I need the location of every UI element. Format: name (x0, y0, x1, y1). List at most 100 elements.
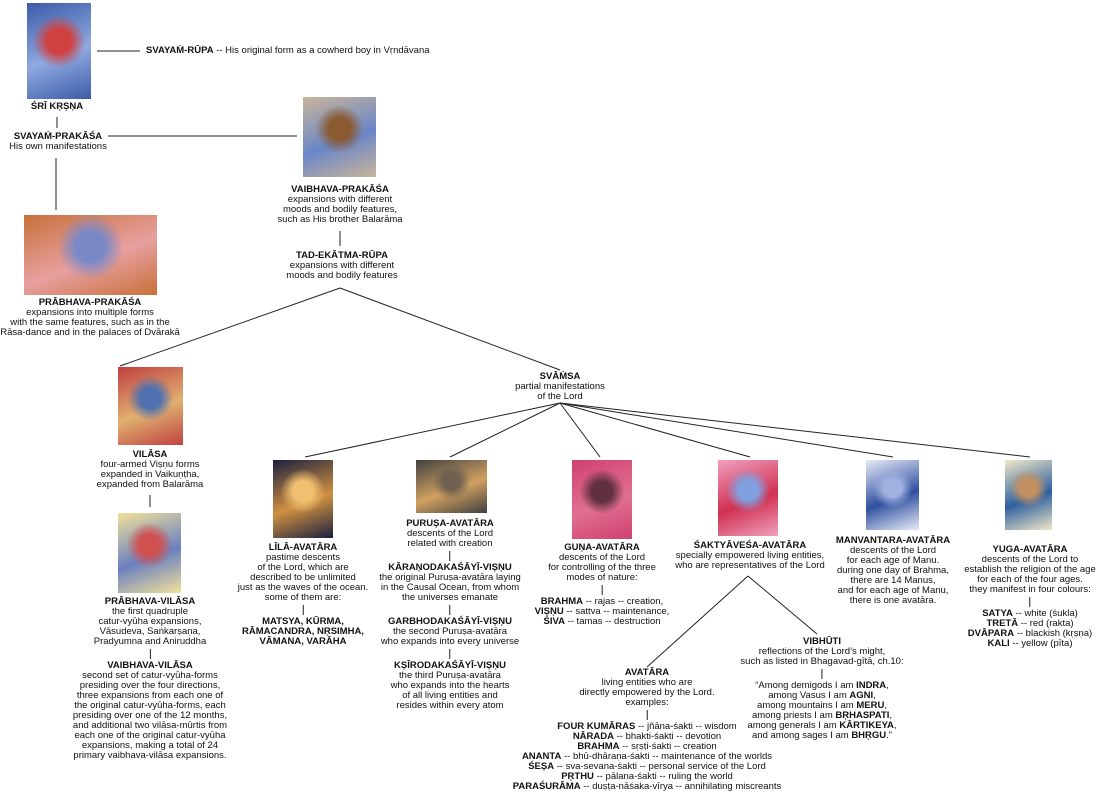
text-segment: , (873, 690, 876, 701)
bold-term: ŚEṢA (528, 761, 555, 772)
node-text-line: and additional two vilāsa-mūrtis from (73, 721, 227, 731)
node-title: VILĀSA (132, 449, 168, 460)
text-segment: there is one avatāra. (849, 595, 937, 606)
text-segment: -- pālana-śakti -- ruling the world (593, 771, 733, 782)
text-segment: , (893, 720, 897, 731)
text-segment: expansions into multiple forms (26, 307, 154, 318)
text-segment: “Among demigods I am (755, 680, 857, 691)
text-segment: -- sattva -- maintenance, (563, 606, 670, 617)
node-text-line: modes of nature: (535, 573, 670, 583)
node-text-line: TRETĀ -- red (rakta) (964, 619, 1096, 629)
bold-term: AGNI (849, 690, 874, 701)
node-text-line: VAIBHAVA-VILĀSA (73, 661, 227, 671)
node-text-line: expansions into multiple forms (0, 308, 180, 318)
text-segment: second set of catur-vyūha-forms (82, 670, 218, 681)
sri-krsna-node: ŚRĪ KṚṢṆA (31, 102, 83, 112)
text-segment: primary vaibhava-vilāsa expansions. (73, 750, 227, 761)
text-segment: the original catur-vyūha-forms, each (74, 700, 226, 711)
node-text-line: KALI -- yellow (pīta) (964, 639, 1096, 649)
text-segment: -- red (rakta) (1018, 618, 1074, 629)
bold-term: INDRA (856, 680, 887, 691)
catur-vyuha-image (118, 513, 181, 593)
text-segment: they manifest in four colours: (969, 584, 1091, 595)
text-segment: , (889, 710, 893, 721)
bold-term: FOUR KUMĀRAS (557, 721, 636, 732)
text-segment: expanded in Vaikuṇṭha, (100, 469, 200, 480)
text-segment: among priests I am (751, 710, 836, 721)
text-segment: examples: (625, 697, 669, 708)
svayam-rupa-label: SVAYAṀ-RŪPA -- His original form as a co… (146, 45, 430, 56)
node-text-line: the original Puruṣa-avatāra laying (379, 573, 521, 583)
node-text-line: among generals I am KĀRTIKEYA, (740, 721, 903, 731)
node-text-line: VĀMANA, VARĀHA (238, 637, 368, 647)
text-segment: -- bhakti-śakti -- devotion (613, 731, 722, 742)
node-text-line: of all living entities and (379, 691, 521, 701)
connector-line (302, 605, 304, 615)
node-text-line: for controlling of the three (535, 563, 670, 573)
text-segment: for each of the four ages. (977, 574, 1083, 585)
node-title: PRĀBHAVA-PRAKĀŚA (38, 297, 142, 308)
node-text-line: such as His brother Balarāma (277, 215, 402, 225)
bold-term: NĀRADA (572, 731, 614, 742)
node-text-line: expanded from Balarāma (97, 480, 204, 490)
text-segment: partial manifestations (515, 381, 605, 392)
text-segment: catur-vyūha expansions, (98, 616, 202, 627)
node-text-line: expanded in Vaikuṇṭha, (97, 470, 204, 480)
node-text-line: expansions, making a total of 24 (73, 741, 227, 751)
text-segment: for each age of Manu. (846, 555, 940, 566)
connector (559, 402, 894, 458)
node-text-line: among Vasus I am AGNI, (740, 691, 903, 701)
node-text-line: who expands into the hearts (379, 681, 521, 691)
node-text-line: related with creation (379, 539, 521, 549)
text-segment: resides within every atom (396, 700, 504, 711)
text-segment: -- rajas -- creation, (582, 596, 664, 607)
node-text-line: BRAHMA -- rajas -- creation, (535, 597, 670, 607)
svayam-rupa-description: -- His original form as a cowherd boy in… (213, 45, 430, 56)
bold-term: PṚTHU (561, 771, 594, 782)
sri-krsna-image (27, 3, 91, 99)
node-text-line: among mountains I am MERU, (740, 701, 903, 711)
text-segment: directly empowered by the Lord. (579, 687, 715, 698)
node-title: SVĀṀSA (539, 371, 581, 382)
node-title: SVAYAṀ-PRAKĀŚA (13, 131, 103, 142)
bold-term: VĀMANA, VARĀHA (259, 636, 347, 647)
text-segment: Rāsa-dance and in the palaces of Dvārakā (0, 327, 180, 338)
node-text-line: examples: (513, 698, 782, 708)
text-segment: some of them are: (264, 592, 342, 603)
node-text-line: descents of the Lord (535, 553, 670, 563)
text-segment: -- yellow (pīta) (1009, 638, 1073, 649)
text-segment: Vāsudeva, Saṅkarṣaṇa, (99, 626, 201, 637)
text-segment: who are representatives of the Lord (675, 560, 825, 571)
connector (559, 402, 1031, 458)
node-text-line: there is one avatāra. (836, 596, 950, 606)
bold-term: VIṢṆU (534, 606, 564, 617)
node-text-line: Pradyumna and Aniruddha (73, 637, 227, 647)
node-text-line: ŚIVA -- tamas -- destruction (535, 617, 670, 627)
node-text-line: the universes emanate (379, 593, 521, 603)
text-segment: descents of the Lord (849, 545, 937, 556)
vilasa-vishnu-image (118, 367, 183, 445)
bold-term: BHṚGU (851, 730, 887, 741)
node-text-line: specially empowered living entities, (675, 551, 824, 561)
node-text-line: in the Causal Ocean, from whom (379, 583, 521, 593)
node-text-line: they manifest in four colours: (964, 585, 1096, 595)
node-text-line: KṢĪRODAKAŚĀYĪ-VIṢṆU (379, 661, 521, 671)
node-text-line: ŚEṢA -- sva-sevana-śakti -- personal ser… (513, 762, 782, 772)
node-text-line: partial manifestations (515, 382, 605, 392)
node-text-line: just as the waves of the ocean. (238, 583, 368, 593)
svayam-rupa-title: SVAYAṀ-RŪPA (146, 45, 214, 56)
connector-line (601, 585, 603, 595)
node-text-line: moods and bodily features, (277, 205, 402, 215)
text-segment: each one of the original catur-vyūha (74, 730, 226, 741)
node-text-line: FOUR KUMĀRAS -- jñāna-śakti -- wisdom (513, 722, 782, 732)
node-text-line: descents of the Lord (836, 546, 950, 556)
node-text-line: for each age of Manu. (836, 556, 950, 566)
bold-term: MATSYA, KŪRMA, (262, 616, 344, 627)
text-segment: during one day of Brahma, (837, 565, 949, 576)
node-text-line: there are 14 Manus, (836, 576, 950, 586)
text-segment: there are 14 Manus, (850, 575, 936, 586)
